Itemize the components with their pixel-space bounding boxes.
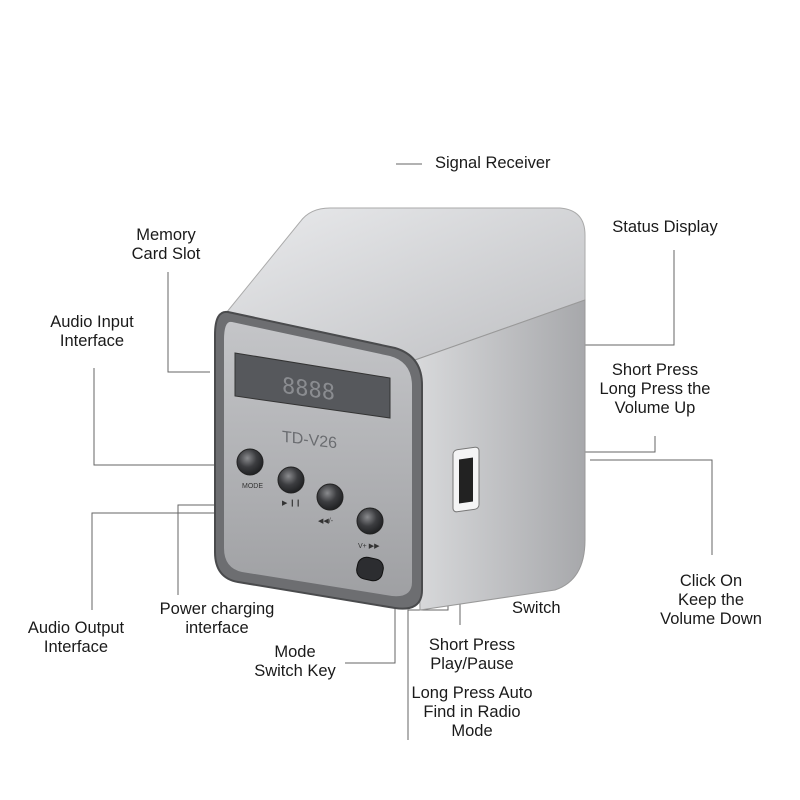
leader-memory-card xyxy=(167,272,210,373)
lcd-display xyxy=(234,352,391,419)
leader-volume-down xyxy=(590,459,713,555)
label-volume-up: Short Press Long Press the Volume Up xyxy=(599,361,711,417)
label-audio-input-interface: Audio Input Interface xyxy=(50,313,134,350)
leader-mode-switch xyxy=(345,585,396,664)
power-switch-icon xyxy=(356,556,384,582)
label-volume-down: Click On Keep the Volume Down xyxy=(660,572,762,628)
button-mark-next: V+ ▶▶ xyxy=(358,543,380,550)
label-long-press-auto-find: Long Press Auto Find in Radio Mode xyxy=(411,684,533,740)
label-power-charging-interface: Power charging interface xyxy=(159,600,275,637)
label-short-press-play-pause: Short Press Play/Pause xyxy=(428,636,516,673)
button-mark-mode: MODE xyxy=(242,483,263,490)
leader-status-display xyxy=(582,250,675,346)
label-status-display: Status Display xyxy=(612,218,718,236)
device-top xyxy=(221,207,586,361)
play-pause-button-icon xyxy=(277,466,305,494)
usb-port-icon xyxy=(452,446,480,513)
mode-button-icon xyxy=(236,448,264,476)
label-signal-receiver: Signal Receiver xyxy=(435,154,551,172)
button-mark-prev: ◀◀/- xyxy=(318,518,334,525)
leader-audio-output xyxy=(91,512,222,610)
label-switch: Switch xyxy=(512,599,561,617)
leader-audio-input xyxy=(93,368,222,466)
next-volume-up-button-icon xyxy=(356,507,384,535)
device-buttons xyxy=(236,448,384,582)
label-audio-output-interface: Audio Output Interface xyxy=(27,619,125,656)
device-side xyxy=(414,299,586,611)
leader-power-charging xyxy=(177,504,228,595)
label-mode-switch-key: Mode Switch Key xyxy=(254,643,336,680)
button-mark-play: ▶ ❙❙ xyxy=(282,499,301,507)
leader-volume-up xyxy=(585,436,656,453)
prev-volume-down-button-icon xyxy=(316,483,344,511)
label-memory-card-slot: Memory Card Slot xyxy=(131,226,201,263)
